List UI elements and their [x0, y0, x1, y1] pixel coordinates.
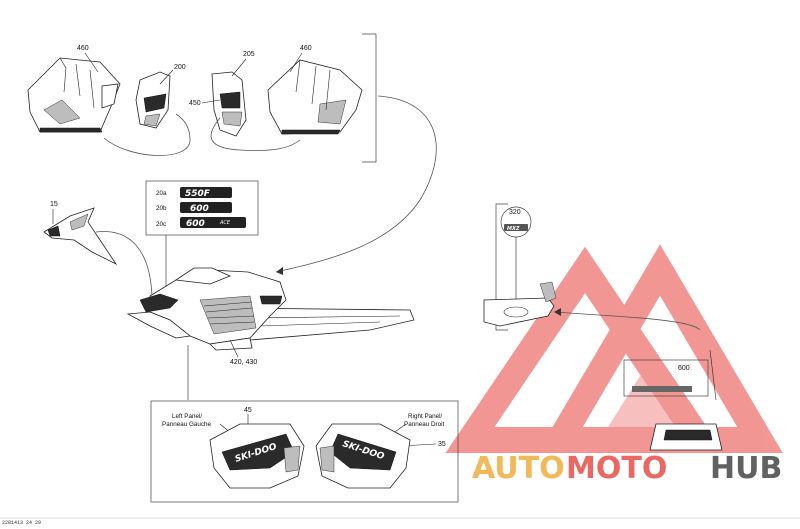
hood-front-piece [43, 207, 118, 266]
callout-205: 205 [243, 51, 255, 58]
right-panel-label-en: Right Panel/ [408, 413, 443, 420]
svg-text:HUB: HUB [710, 451, 782, 486]
footer-code: 2281413 24 29 [2, 520, 42, 526]
left-panel-label-fr: Panneau Gauche [162, 421, 212, 428]
callout-20b: 20b [156, 205, 167, 212]
callout-460-right: 460 [300, 45, 312, 52]
leader-200 [159, 69, 174, 85]
decal-600-ace: 600 ACE [180, 217, 246, 229]
svg-text:MOTO: MOTO [566, 451, 667, 486]
callout-460-left: 460 [77, 45, 89, 52]
bracket-600-side [709, 349, 717, 401]
rear-group-bracket [495, 203, 508, 331]
svg-text:550F: 550F [185, 189, 211, 199]
callout-200: 200 [174, 64, 186, 71]
main-sled-body [126, 267, 415, 351]
watermark-text: AUTO MOTO HUB [472, 451, 782, 486]
svg-text:ACE: ACE [219, 220, 231, 226]
callout-35: 35 [438, 441, 446, 448]
right-side-panel [267, 59, 363, 135]
callout-450: 450 [189, 100, 201, 107]
connector-curve-left [103, 113, 191, 156]
side-panels-box [150, 400, 459, 503]
svg-text:MXZ: MXZ [507, 226, 520, 232]
leader-450 [201, 99, 221, 104]
callout-320: 320 [509, 209, 521, 216]
callout-420-430: 420, 430 [230, 359, 257, 366]
top-group-bracket [362, 33, 377, 163]
flap-decal-box [623, 359, 709, 397]
leader-460-left [84, 52, 99, 73]
left-panel-label-en: Left Panel/ [172, 413, 202, 420]
flap-decal-strip [632, 386, 692, 392]
callout-20a: 20a [156, 190, 167, 197]
upper-left-panel [135, 71, 171, 129]
right-panel-label-fr: Panneau Droit [404, 421, 445, 428]
callout-600: 600 [678, 365, 690, 372]
snow-flap [649, 423, 723, 451]
callout-15: 15 [50, 201, 58, 208]
callout-45: 45 [244, 407, 252, 414]
connector-curve-right [210, 117, 301, 151]
watermark-logo [445, 244, 783, 453]
leader-205 [231, 58, 247, 77]
svg-text:600: 600 [186, 219, 205, 229]
left-panel: SKI-DOO [209, 423, 305, 489]
leader-460-right [289, 52, 303, 73]
left-side-panel [27, 57, 121, 133]
connector-curve-main [275, 95, 437, 273]
upper-right-panel [211, 71, 247, 137]
svg-text:600: 600 [190, 204, 209, 214]
callout-20c: 20c [156, 221, 166, 228]
rear-decal-mxz: MXZ [504, 224, 528, 232]
svg-text:AUTO: AUTO [472, 451, 565, 486]
rear-tunnel-section [483, 281, 557, 327]
connector-curve-rear [555, 311, 701, 331]
leader-420-430 [229, 339, 239, 358]
right-panel: SKI-DOO [315, 423, 411, 489]
model-decal-box [145, 180, 259, 236]
decal-550f: 550F [180, 187, 232, 199]
connector-curve-hood [95, 231, 153, 297]
decal-600: 600 [180, 202, 232, 214]
